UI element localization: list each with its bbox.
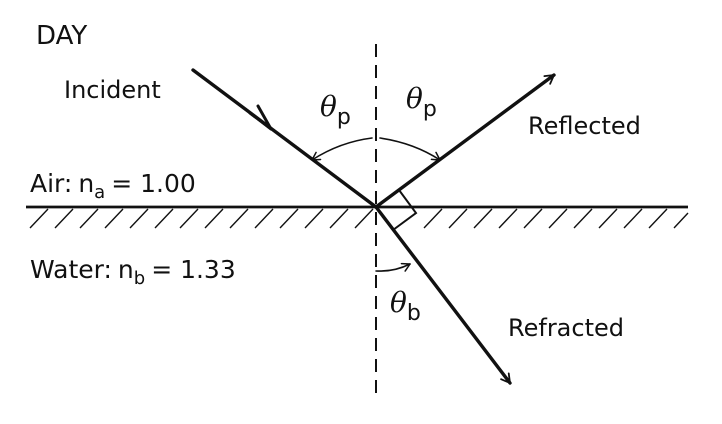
incident-angle-label: θp (320, 90, 351, 130)
incident-angle-arc (311, 137, 373, 161)
surface-hatching (29, 208, 689, 229)
day-label: DAY (36, 21, 87, 51)
refracted-ray (374, 205, 512, 385)
refracted-label: Refracted (508, 314, 624, 342)
right-angle-marker (392, 189, 418, 231)
refracted-angle-label: θb (390, 286, 421, 326)
reflected-ray (374, 73, 556, 209)
reflected-angle-label: θp (406, 82, 437, 122)
air-index-label: Air:na= 1.00 (30, 169, 196, 203)
reflected-angle-arc (379, 137, 441, 161)
refracted-angle-arc (375, 262, 411, 272)
incident-label: Incident (64, 76, 161, 104)
incident-ray (191, 68, 378, 209)
water-index-label: Water:nb= 1.33 (30, 255, 236, 289)
reflected-label: Reflected (528, 112, 641, 140)
incident-direction-arrow (248, 104, 273, 131)
